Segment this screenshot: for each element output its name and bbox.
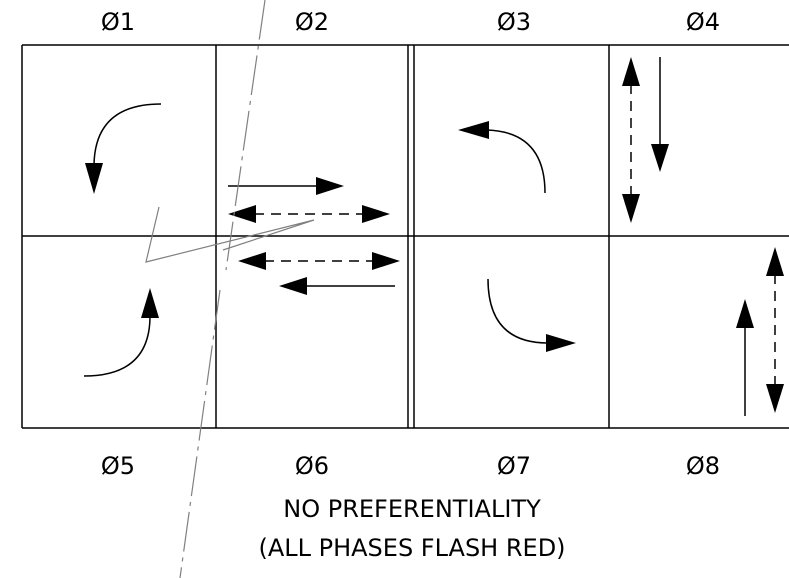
break-line bbox=[145, 0, 315, 578]
note-line-1: NO PREFERENTIALITY bbox=[283, 495, 541, 523]
phase-label-6: Ø6 bbox=[295, 452, 329, 480]
phase-label-4: Ø4 bbox=[686, 8, 720, 36]
phase-2-pedestrian-arrow bbox=[228, 205, 390, 223]
phase-label-3: Ø3 bbox=[497, 8, 531, 36]
phase-label-5: Ø5 bbox=[101, 452, 135, 480]
phase-6-through-arrow bbox=[279, 277, 395, 295]
phase-6-pedestrian-arrow bbox=[238, 252, 400, 270]
phase-label-2: Ø2 bbox=[295, 8, 329, 36]
note-line-2: (ALL PHASES FLASH RED) bbox=[258, 534, 565, 562]
phase-grid bbox=[21, 44, 789, 429]
phase-1-left-turn-arrow bbox=[85, 103, 162, 194]
phase-label-1: Ø1 bbox=[101, 8, 135, 36]
phase-8-pedestrian-arrow bbox=[766, 247, 784, 413]
phase-3-left-turn-arrow bbox=[458, 121, 546, 194]
phase-5-left-turn-arrow bbox=[83, 288, 159, 377]
phase-label-7: Ø7 bbox=[497, 452, 531, 480]
phase-label-8: Ø8 bbox=[686, 452, 720, 480]
phase-2-through-arrow bbox=[228, 177, 344, 195]
phase-4-pedestrian-arrow bbox=[622, 57, 640, 223]
phase-7-right-turn-arrow bbox=[487, 278, 576, 352]
phase-4-through-arrow bbox=[651, 57, 669, 172]
phase-8-through-arrow bbox=[736, 299, 754, 416]
